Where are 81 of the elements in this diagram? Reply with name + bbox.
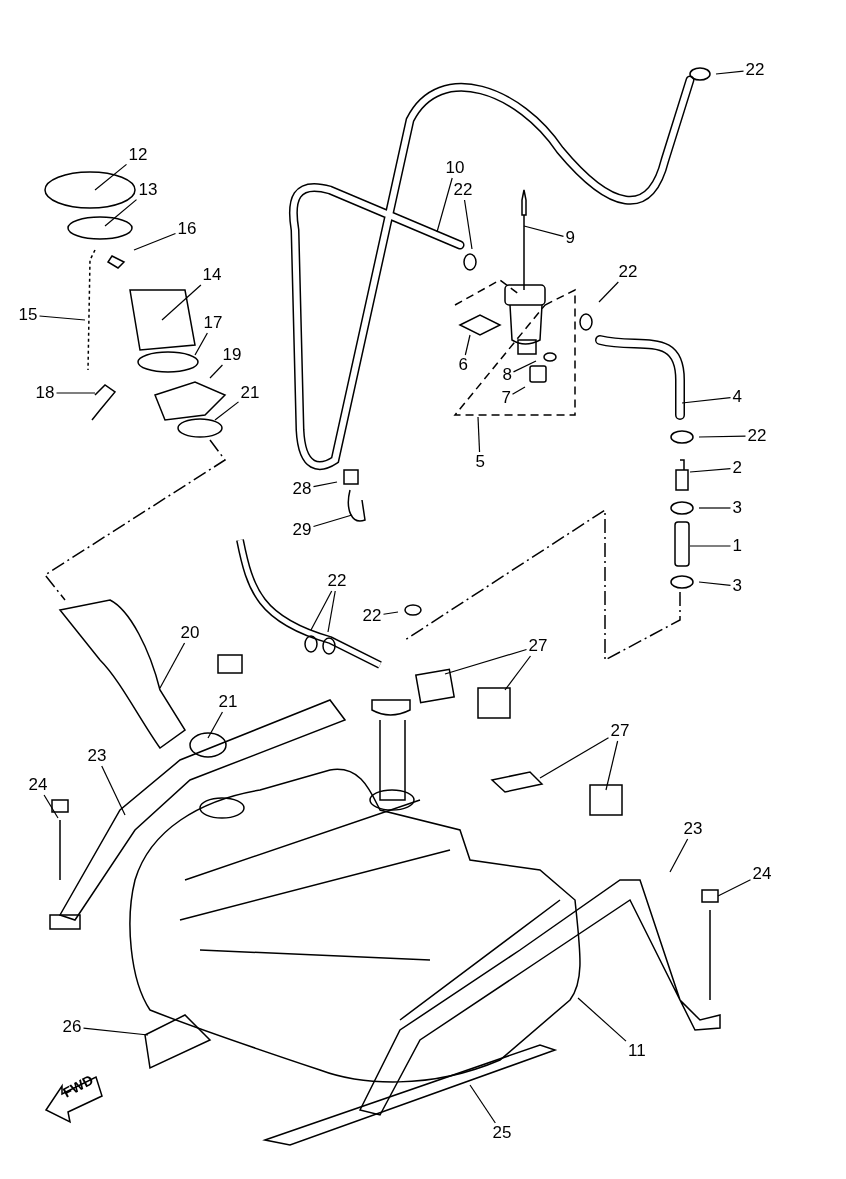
leader-line xyxy=(463,199,473,250)
leader-line xyxy=(214,401,240,421)
leader-line xyxy=(669,838,689,873)
leader-line xyxy=(698,581,732,586)
callout-number: 1 xyxy=(732,537,742,555)
leader-line xyxy=(464,334,471,356)
callout-number: 8 xyxy=(502,366,512,384)
callout-number: 27 xyxy=(528,637,548,655)
callout-number: 17 xyxy=(203,314,223,332)
leader-line xyxy=(523,225,565,237)
callout-number: 22 xyxy=(453,181,473,199)
leader-line xyxy=(598,281,619,303)
callout-number: 22 xyxy=(362,607,382,625)
leader-line xyxy=(82,1027,149,1036)
callout-number: 26 xyxy=(62,1018,82,1036)
callout-number: 21 xyxy=(218,693,238,711)
leader-line xyxy=(207,711,224,739)
callout-number: 4 xyxy=(732,388,742,406)
leader-line xyxy=(577,997,627,1042)
leader-line xyxy=(312,481,338,488)
callout-number: 20 xyxy=(180,624,200,642)
leader-line xyxy=(444,648,528,675)
leader-line xyxy=(327,590,336,633)
callout-number: 2 xyxy=(732,459,742,477)
leader-line xyxy=(382,611,399,615)
leader-line xyxy=(504,655,532,691)
callout-number: 6 xyxy=(458,356,468,374)
callout-number: 22 xyxy=(327,572,347,590)
leader-line xyxy=(681,397,732,404)
leader-line xyxy=(161,284,202,321)
leader-line xyxy=(159,642,186,689)
leader-line xyxy=(101,765,126,816)
leader-line xyxy=(717,879,752,897)
callout-number: 3 xyxy=(732,577,742,595)
callout-number: 24 xyxy=(28,776,48,794)
callout-number: 14 xyxy=(202,266,222,284)
callout-number: 23 xyxy=(87,747,107,765)
callout-number: 19 xyxy=(222,346,242,364)
callout-number: 22 xyxy=(745,61,765,79)
leader-line xyxy=(511,386,526,395)
leader-line xyxy=(689,545,732,547)
callout-number: 22 xyxy=(618,263,638,281)
leader-line xyxy=(605,740,619,791)
callout-number: 22 xyxy=(747,427,767,445)
callout-number: 27 xyxy=(610,722,630,740)
leader-line xyxy=(94,163,128,191)
callout-number: 29 xyxy=(292,521,312,539)
callout-number: 7 xyxy=(501,389,511,407)
leader-line xyxy=(43,794,59,819)
leader-line xyxy=(469,1084,496,1124)
callout-number: 28 xyxy=(292,480,312,498)
leader-line xyxy=(698,507,732,509)
callout-number: 10 xyxy=(445,159,465,177)
callout-number: 15 xyxy=(18,306,38,324)
leader-line xyxy=(715,70,745,75)
leader-line xyxy=(698,435,747,438)
callout-number: 21 xyxy=(240,384,260,402)
callout-number: 13 xyxy=(138,181,158,199)
leader-line xyxy=(689,467,732,473)
leader-line xyxy=(436,177,453,233)
callout-number: 5 xyxy=(475,453,485,471)
leader-line xyxy=(194,332,208,356)
leader-line xyxy=(477,416,481,453)
callout-number: 3 xyxy=(732,499,742,517)
leader-line xyxy=(209,364,224,379)
callout-number: 12 xyxy=(128,146,148,164)
leader-line xyxy=(104,199,138,227)
leader-line xyxy=(312,514,353,528)
leader-line xyxy=(310,590,333,631)
callout-number: 24 xyxy=(752,865,772,883)
callout-number: 25 xyxy=(492,1124,512,1142)
callout-number: 23 xyxy=(683,820,703,838)
callout-number: 16 xyxy=(177,220,197,238)
callout-number: 9 xyxy=(565,229,575,247)
callout-number: 18 xyxy=(35,384,55,402)
leader-line xyxy=(512,360,537,373)
leader-line xyxy=(55,392,96,394)
callout-number: 11 xyxy=(628,1042,646,1060)
leader-line xyxy=(133,232,177,251)
leader-line xyxy=(539,737,610,779)
leader-line xyxy=(38,315,86,321)
